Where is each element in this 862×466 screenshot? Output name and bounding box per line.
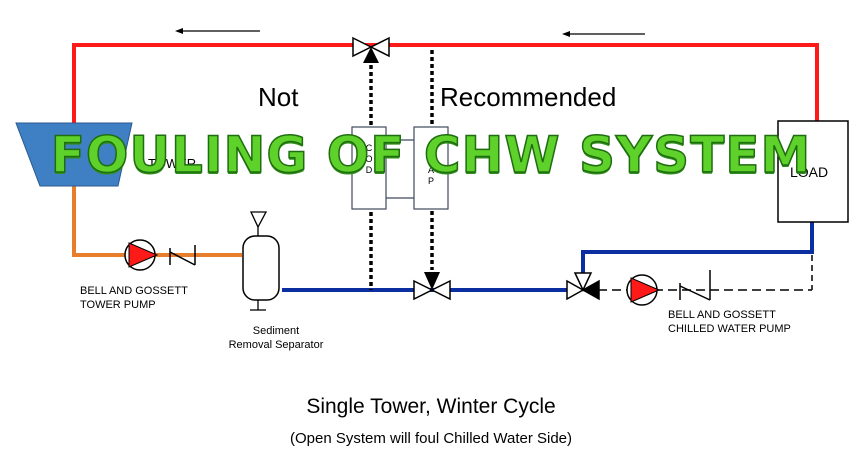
load-label: LOAD: [790, 164, 829, 180]
caption-title: Single Tower, Winter Cycle: [306, 395, 556, 418]
tower-pump-label: BELL AND GOSSETT TOWER PUMP: [80, 285, 188, 311]
three-way-valve-center: [413, 272, 451, 301]
tower-label: TOWER: [148, 156, 197, 171]
tower-pipe: [72, 170, 242, 257]
tower-pump: [124, 239, 159, 271]
load-box: [777, 120, 849, 223]
evaporator-letters: E V A P: [427, 143, 434, 186]
condenser-box: [351, 126, 387, 210]
supply-pipe: [72, 43, 819, 128]
flow-arrow-right: [562, 31, 645, 37]
tower-check-valve: [169, 245, 196, 266]
chw-pump-label: BELL AND GOSSETT CHILLED WATER PUMP: [668, 309, 791, 335]
caption-subtitle: (Open System will foul Chilled Water Sid…: [289, 430, 573, 447]
recommended-label: Recommended: [440, 82, 617, 112]
chw-check-valve: [679, 270, 711, 301]
separator-label: Sediment Removal Separator: [228, 325, 324, 351]
three-way-valve-top: [352, 36, 390, 63]
flow-arrow-left: [175, 28, 260, 34]
cooling-tower: [15, 122, 133, 187]
condenser-letters: C O D: [365, 143, 373, 175]
not-label: Not: [258, 82, 299, 112]
return-pipe-right: [581, 222, 814, 277]
chw-pump: [626, 274, 661, 306]
sediment-separator: [242, 211, 280, 311]
three-way-valve-right: [566, 272, 600, 301]
evaporator-box: [413, 126, 449, 210]
fouling-banner: FOULING OF CHW SYSTEM: [50, 125, 812, 185]
